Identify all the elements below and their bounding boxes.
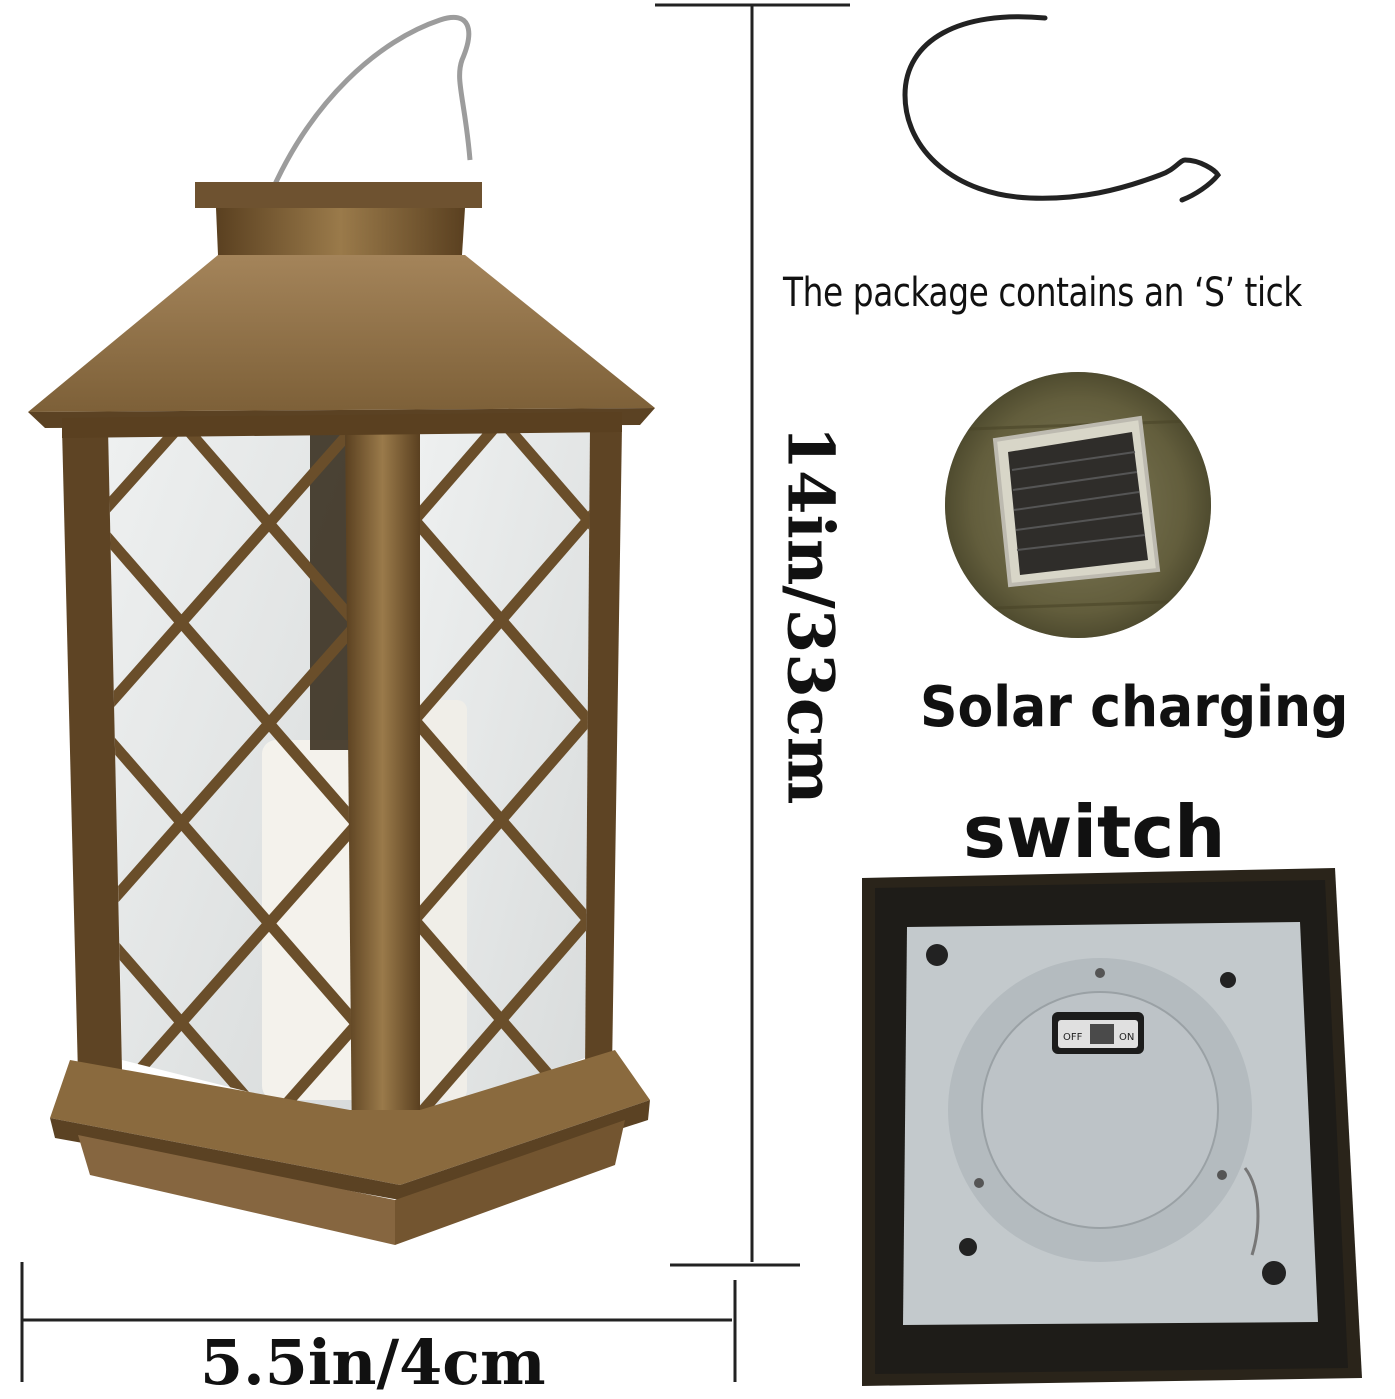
width-dimension xyxy=(20,1262,737,1382)
height-caption: 14in/33cm xyxy=(772,425,848,805)
lantern-base-switch-icon: OFF ON xyxy=(862,868,1362,1386)
width-caption: 5.5in/4cm xyxy=(200,1326,546,1399)
switch-caption: switch xyxy=(963,790,1226,874)
height-dimension xyxy=(655,3,850,1267)
switch-on-label: ON xyxy=(1119,1032,1134,1043)
solar-panel-icon xyxy=(945,372,1211,638)
switch-off-label: OFF xyxy=(1063,1032,1083,1043)
hook-caption: The package contains an ‘S’ tick xyxy=(783,270,1302,316)
s-hook-icon xyxy=(902,14,1222,203)
solar-caption: Solar charging xyxy=(920,675,1349,740)
lantern-illustration xyxy=(28,14,655,1245)
